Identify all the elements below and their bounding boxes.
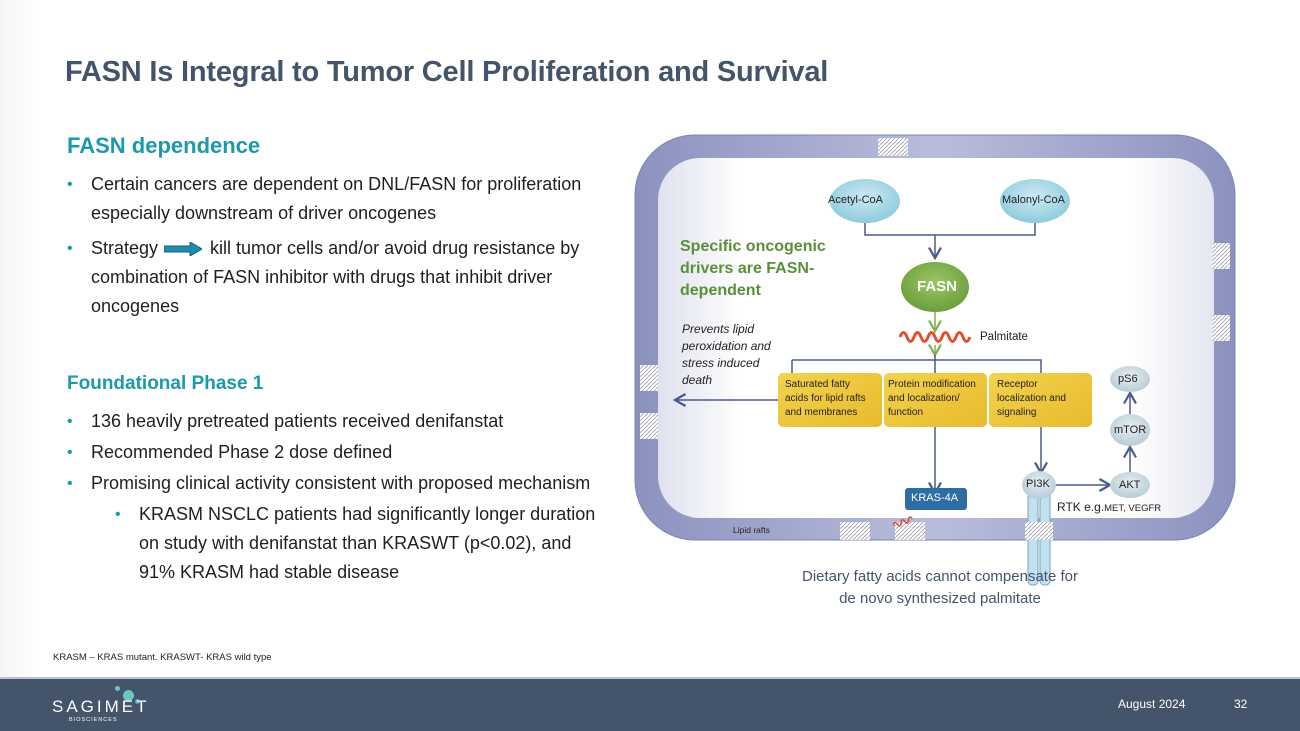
bullet-item: Recommended Phase 2 dose defined	[67, 438, 607, 467]
box1-text: Saturated fatty acids for lipid rafts an…	[785, 379, 866, 418]
sub-bullet-item: KRASM NSCLC patients had significantly l…	[67, 500, 607, 587]
logo-dot	[123, 690, 134, 701]
fasn-label: FASN	[917, 278, 958, 295]
akt-label: AKT	[1119, 479, 1141, 491]
kras-4a-label: KRAS-4A	[911, 492, 959, 504]
box3-text: Receptor localization and signaling	[997, 379, 1066, 418]
kras-4a-node	[905, 488, 967, 510]
fasn-dependence-bullets: Certain cancers are dependent on DNL/FAS…	[67, 170, 607, 327]
section-heading-phase1: Foundational Phase 1	[67, 373, 264, 394]
phase1-bullets: 136 heavily pretreated patients received…	[67, 407, 607, 589]
malonyl-coa-label: Malonyl-CoA	[1002, 194, 1065, 206]
cell-diagram-svg	[634, 134, 1236, 586]
lipid-raft	[1212, 315, 1230, 341]
diagram-headline: Specific oncogenic drivers are FASN- dep…	[680, 238, 826, 299]
palmitate-label: Palmitate	[980, 331, 1028, 343]
sagimet-logo: SAGIMET BIOSCIENCES	[52, 686, 147, 727]
logo-text: SAGIMET	[52, 697, 150, 716]
lipid-raft	[640, 365, 658, 391]
pi3k-node	[1022, 471, 1056, 499]
lipid-raft	[640, 413, 658, 439]
box-saturated-fatty-acids	[778, 373, 882, 427]
box2-text: Protein modification and localization/ f…	[888, 379, 976, 418]
pi3k-label: PI3K	[1026, 478, 1050, 490]
akt-node	[1110, 472, 1150, 498]
lipid-raft	[878, 138, 908, 156]
logo-subtext: BIOSCIENCES	[69, 717, 118, 723]
rtk-label: RTK e.g.MET, VEGFR	[1057, 500, 1162, 514]
bullet-item: 136 heavily pretreated patients received…	[67, 407, 607, 436]
prevents-text: Prevents lipid peroxidation and stress i…	[682, 322, 771, 387]
palmitate-wave-icon	[898, 331, 972, 343]
lipid-rafts-label: Lipid rafts	[733, 525, 770, 535]
footer-date: August 2024	[1118, 697, 1186, 711]
footer-bar: SAGIMET BIOSCIENCES August 2024 32	[0, 677, 1300, 731]
lipid-raft	[895, 522, 925, 540]
page-title: FASN Is Integral to Tumor Cell Prolifera…	[65, 56, 829, 88]
right-arrow-icon	[164, 242, 203, 257]
fasn-pathway-diagram: Acetyl-CoA Malonyl-CoA Specific oncogeni…	[620, 125, 1260, 625]
mtor-node	[1110, 414, 1150, 446]
mtor-label: mTOR	[1114, 424, 1147, 436]
diagram-caption: Dietary fatty acids cannot compensate fo…	[802, 568, 1078, 607]
box-receptor-localization	[989, 373, 1092, 427]
strategy-label: Strategy	[91, 238, 159, 258]
bullet-item: Certain cancers are dependent on DNL/FAS…	[67, 170, 607, 228]
logo-dot	[135, 699, 140, 704]
footnote: KRASM – KRAS mutant. KRASWT- KRAS wild t…	[53, 652, 272, 663]
acetyl-coa-label: Acetyl-CoA	[828, 194, 884, 206]
section-heading-fasn-dependence: FASN dependence	[67, 133, 261, 158]
fasn-node	[901, 262, 969, 312]
page-number: 32	[1234, 697, 1248, 711]
bullet-item: Promising clinical activity consistent w…	[67, 469, 607, 498]
logo-dot	[115, 686, 120, 691]
acetyl-coa-node	[830, 179, 900, 223]
box-protein-modification	[884, 373, 987, 427]
lipid-raft	[840, 522, 870, 540]
lipid-raft	[1212, 243, 1230, 269]
malonyl-coa-node	[1000, 179, 1070, 223]
strategy-text: kill tumor cells and/or avoid drug resis…	[91, 238, 580, 316]
ps6-node	[1110, 366, 1150, 392]
ps6-label: pS6	[1118, 373, 1138, 385]
